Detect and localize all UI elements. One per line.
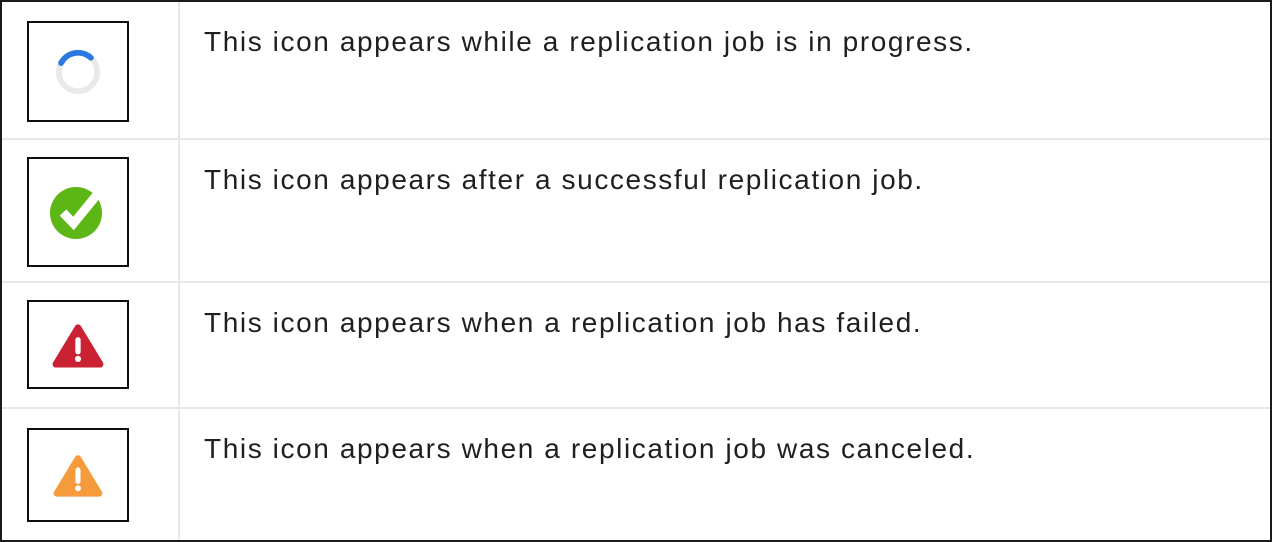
icon-cell — [2, 409, 180, 540]
failed-warning-icon — [52, 323, 104, 368]
table-row: This icon appears when a replication job… — [2, 409, 1270, 540]
icon-box — [27, 300, 129, 389]
in-progress-spinner-icon — [55, 49, 101, 94]
icon-description: This icon appears when a replication job… — [204, 433, 976, 464]
icon-box — [27, 157, 129, 267]
success-check-icon — [50, 187, 104, 239]
icon-cell — [2, 283, 180, 407]
icon-cell — [2, 2, 180, 138]
description-cell: This icon appears after a successful rep… — [180, 140, 1270, 281]
canceled-warning-icon — [53, 455, 103, 497]
icon-cell — [2, 140, 180, 281]
description-cell: This icon appears when a replication job… — [180, 409, 1270, 540]
table-row: This icon appears after a successful rep… — [2, 140, 1270, 283]
description-cell: This icon appears while a replication jo… — [180, 2, 1270, 138]
icon-box — [27, 21, 129, 122]
icon-description: This icon appears while a replication jo… — [204, 26, 974, 57]
icon-description: This icon appears when a replication job… — [204, 307, 923, 338]
description-cell: This icon appears when a replication job… — [180, 283, 1270, 407]
icon-box — [27, 428, 129, 522]
icon-description: This icon appears after a successful rep… — [204, 164, 924, 195]
table-row: This icon appears when a replication job… — [2, 283, 1270, 409]
table-row: This icon appears while a replication jo… — [2, 2, 1270, 140]
